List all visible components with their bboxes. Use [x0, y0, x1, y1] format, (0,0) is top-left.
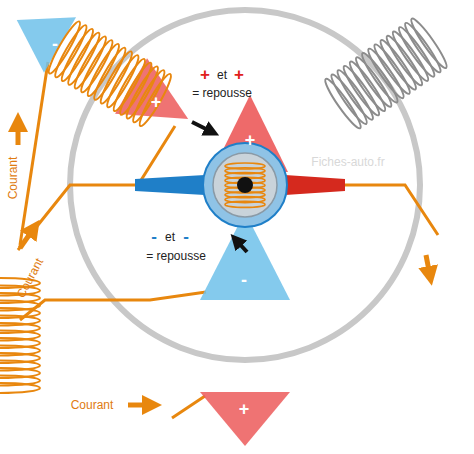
current-label: Courant: [71, 399, 114, 411]
force-arrows: [192, 122, 247, 252]
coil-winding: [408, 16, 451, 71]
rotor: [200, 95, 290, 300]
pole-sign: +: [239, 400, 250, 418]
coil-top-left: [1, 0, 204, 147]
note-text: = repousse: [192, 87, 252, 99]
pole-sign: +: [200, 66, 210, 83]
note-text: et: [165, 231, 175, 243]
wires: [18, 62, 438, 418]
note-text: = repousse: [146, 250, 206, 262]
coil-top-right: [322, 16, 451, 131]
watermark: Fiches-auto.fr: [311, 156, 384, 168]
pole-sign: +: [151, 93, 162, 111]
current-arrows: [18, 122, 430, 405]
pole-sign: -: [183, 228, 189, 245]
note-text: et: [217, 69, 227, 81]
blue-pole-bar: [135, 175, 205, 195]
red-pole-bar: [285, 175, 345, 195]
coil-bottom: [0, 278, 290, 446]
coil-winding: [0, 383, 40, 393]
pole-sign: -: [151, 228, 157, 245]
pole-sign: -: [241, 271, 247, 289]
pole-sign: +: [245, 131, 256, 149]
coil-winding: [225, 201, 265, 207]
current-label: Courant: [7, 157, 19, 200]
pole-sign: +: [234, 66, 244, 83]
coil-winding: [136, 72, 175, 129]
pole-sign: -: [52, 35, 58, 53]
